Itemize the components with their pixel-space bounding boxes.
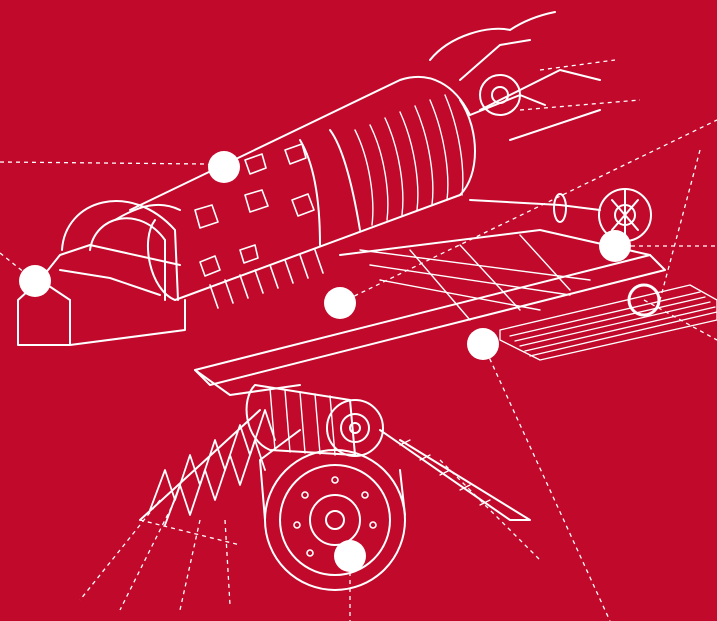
hotspot-marker[interactable]: [334, 540, 366, 572]
hotspot-marker[interactable]: [19, 265, 51, 297]
hotspot-marker[interactable]: [599, 230, 631, 262]
hotspot-marker[interactable]: [208, 151, 240, 183]
hotspot-marker[interactable]: [467, 328, 499, 360]
hotspot-marker[interactable]: [324, 287, 356, 319]
